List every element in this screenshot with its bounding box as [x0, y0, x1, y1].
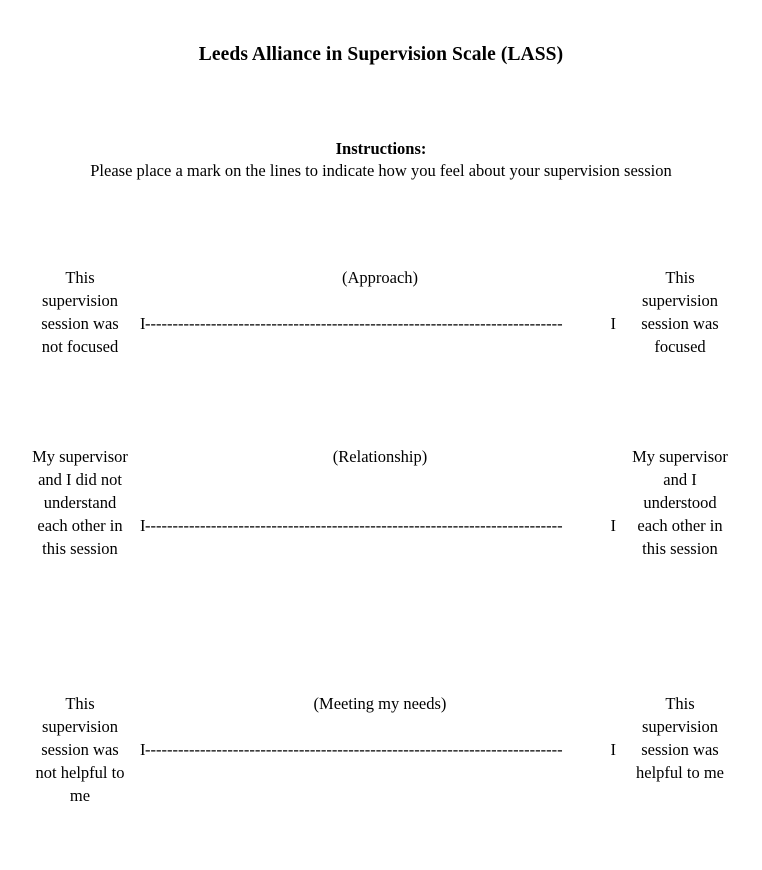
- instructions-heading: Instructions:: [335, 139, 427, 158]
- line-dashes: ----------------------------------------…: [145, 516, 563, 535]
- rating-line[interactable]: I --------------------------------------…: [140, 514, 616, 537]
- instructions-block: Instructions: Please place a mark on the…: [50, 138, 712, 183]
- left-anchor-label: This supervision session was not focused: [41, 268, 119, 356]
- rating-line[interactable]: I --------------------------------------…: [140, 312, 616, 335]
- right-anchor-label: This supervision session was focused: [641, 268, 719, 356]
- instructions-body: Please place a mark on the lines to indi…: [90, 161, 672, 180]
- line-start-cap-icon: I: [140, 516, 146, 535]
- line-end-cap-icon: I: [610, 314, 617, 333]
- right-anchor-label: My supervisor and I understood each othe…: [632, 447, 728, 558]
- left-anchor-label: My supervisor and I did not understand e…: [32, 447, 128, 558]
- line-dashes: ----------------------------------------…: [145, 314, 563, 333]
- aspect-label: (Meeting my needs): [313, 694, 447, 713]
- page-title: Leeds Alliance in Supervision Scale (LAS…: [198, 44, 564, 65]
- rating-line[interactable]: I --------------------------------------…: [140, 738, 616, 761]
- line-start-cap-icon: I: [140, 314, 146, 333]
- line-end-cap-icon: I: [610, 516, 617, 535]
- left-anchor-label: This supervision session was not helpful…: [35, 694, 125, 805]
- line-end-cap-icon: I: [610, 740, 617, 759]
- line-dashes: ----------------------------------------…: [145, 740, 563, 759]
- aspect-label: (Relationship): [332, 447, 428, 466]
- aspect-label: (Approach): [341, 268, 419, 287]
- line-start-cap-icon: I: [140, 740, 146, 759]
- right-anchor-label: This supervision session was helpful to …: [636, 694, 724, 782]
